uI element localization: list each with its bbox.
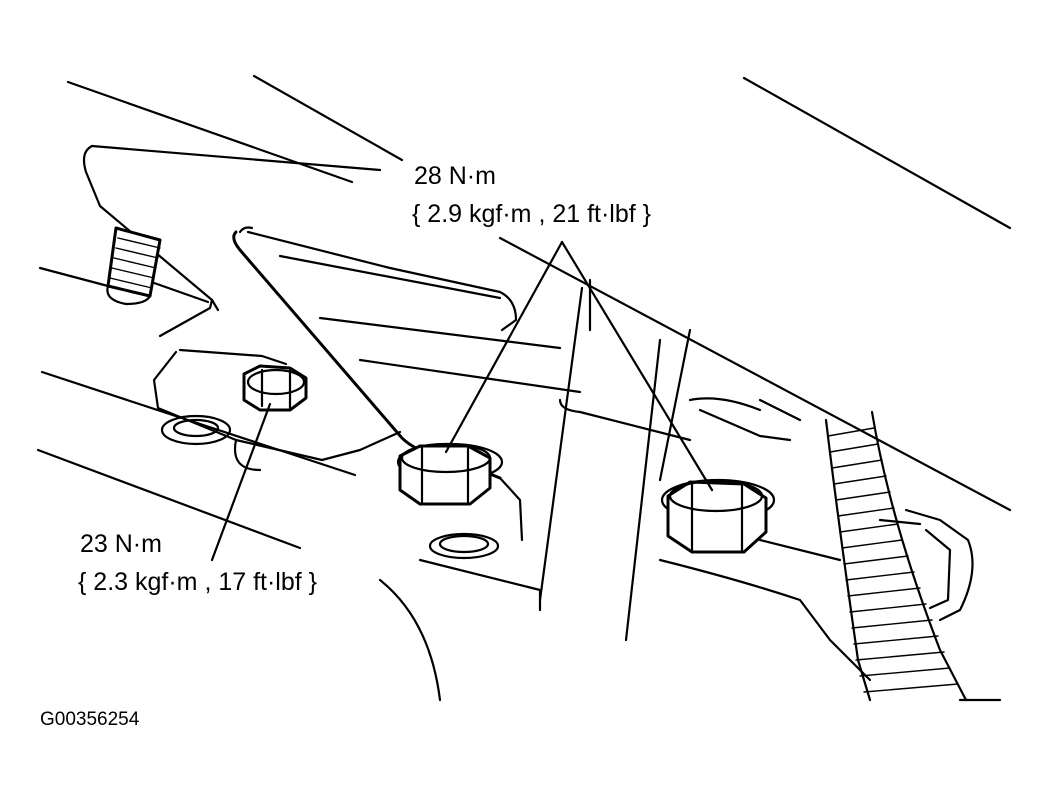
lower-torque-nm: 23 N·m [80, 530, 162, 558]
upper-torque-nm: 28 N·m [414, 162, 496, 190]
threaded-stud [106, 226, 162, 306]
wiring-conduit [824, 410, 968, 702]
leader-lines [210, 240, 714, 562]
bolt-center [396, 442, 504, 506]
pillars [538, 278, 692, 642]
lower-torque-alt: { 2.3 kgf·m , 17 ft·lbf } [78, 568, 318, 596]
right-housing [658, 397, 1002, 702]
bolt-upper-left [242, 364, 308, 412]
bolt-right [660, 478, 776, 554]
gasket-plate [232, 226, 582, 480]
figure-code: G00356254 [40, 709, 140, 730]
bolt-bottom-center [428, 532, 500, 560]
lower-body [152, 348, 542, 702]
bolt-lower-left [160, 414, 232, 446]
upper-torque-alt: { 2.9 kgf·m , 21 ft·lbf } [412, 200, 652, 228]
